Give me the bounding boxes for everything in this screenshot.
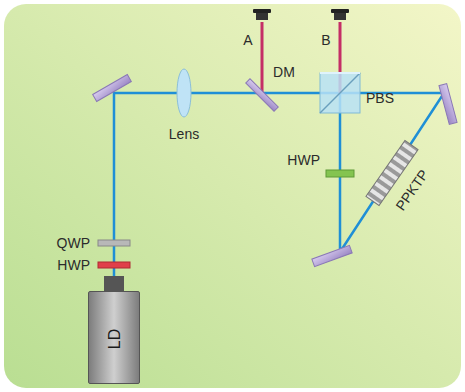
- mirror: [93, 75, 132, 102]
- laser-diode-box: LD: [88, 291, 140, 384]
- mirror: [439, 84, 457, 125]
- pump-beam: [114, 93, 444, 276]
- mirror: [312, 245, 352, 266]
- diode-head: [104, 276, 124, 292]
- polarizing-beam-splitter: [320, 73, 360, 113]
- node-label: LD: [107, 328, 123, 348]
- detector: [253, 9, 349, 20]
- component-label: B: [321, 33, 330, 47]
- component-label: A: [243, 33, 252, 47]
- component-label: QWP: [57, 236, 90, 250]
- component-label: HWP: [57, 258, 90, 272]
- component-label: Lens: [169, 127, 199, 141]
- half-wave-plate: [326, 170, 354, 177]
- lens: [177, 69, 191, 117]
- component-label: DM: [273, 65, 295, 79]
- dichroic-mirror: [246, 79, 279, 112]
- quarter-wave-plate: [98, 240, 130, 246]
- half-wave-plate: [98, 262, 130, 268]
- background: [4, 4, 461, 388]
- component-label: HWP: [287, 153, 320, 167]
- component-label: PBS: [366, 91, 394, 105]
